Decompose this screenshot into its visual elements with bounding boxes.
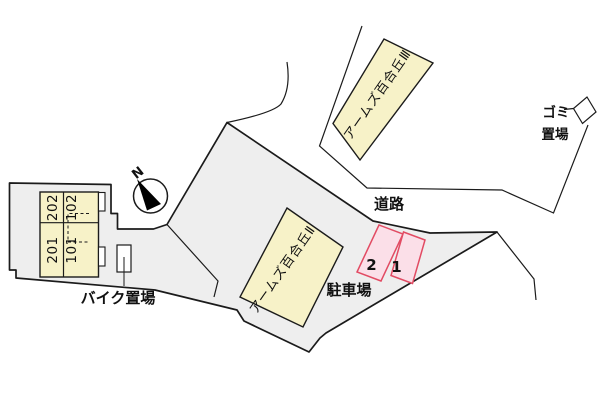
room-102-label: 102 <box>64 194 80 221</box>
parking-area: 2 1 <box>355 224 426 285</box>
trailing-boundary-right <box>496 231 537 301</box>
parking-space-2 <box>355 224 405 282</box>
north-compass: N <box>129 164 169 214</box>
room-201-label: 201 <box>45 236 61 263</box>
parking-area-label: 駐車場 <box>326 281 371 299</box>
compass-needle <box>137 179 161 211</box>
bike-storage-label: バイク置場 <box>81 289 156 307</box>
room-101-label: 101 <box>64 236 80 263</box>
building-armz-yurigaoka-3 <box>332 38 435 162</box>
garbage-area: ゴミ 置場 <box>542 96 597 143</box>
boundary-curve-topleft <box>226 61 289 124</box>
room-202-label: 202 <box>45 194 61 221</box>
garbage-square <box>572 96 597 125</box>
road-label: 道路 <box>374 195 405 213</box>
balcony-top <box>97 191 106 212</box>
subdivision-line <box>166 224 219 298</box>
garbage-label-line1: ゴミ <box>543 104 570 121</box>
bike-storage: バイク置場 <box>81 244 156 307</box>
parking-space-1 <box>390 231 426 285</box>
garbage-leader <box>563 107 574 111</box>
parking-space-1-label: 1 <box>391 258 401 276</box>
entry-dashed-path <box>67 213 89 243</box>
left-building: 202 102 201 101 <box>39 191 106 278</box>
garbage-label-line2: 置場 <box>542 126 570 143</box>
balcony-bottom <box>97 246 106 267</box>
parking-space-2-label: 2 <box>366 256 376 274</box>
road-upper-boundary <box>318 25 589 214</box>
building-armz-yurigaoka-2 <box>239 206 344 328</box>
